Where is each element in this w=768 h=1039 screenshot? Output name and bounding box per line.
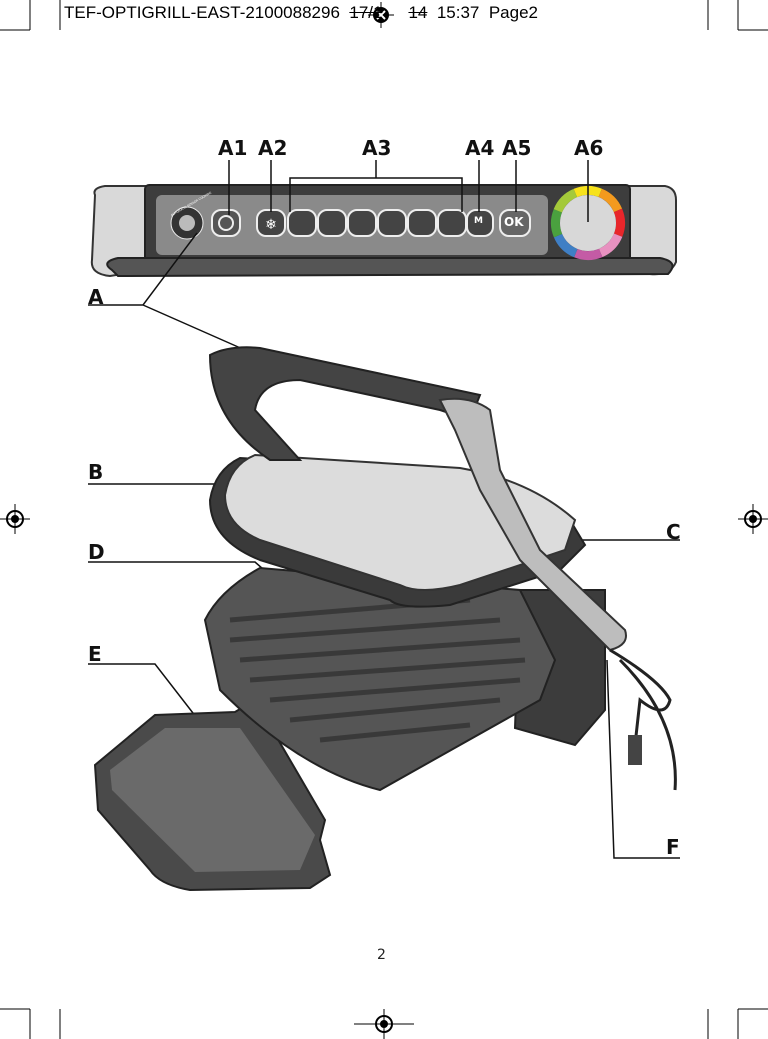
handle xyxy=(208,346,482,461)
wheel-segment xyxy=(553,188,578,213)
date-end: 14 xyxy=(408,3,428,22)
doc-id: TEF-OPTIGRILL-EAST-2100088296 xyxy=(64,3,340,22)
label-f: F xyxy=(666,835,680,859)
label-d: D xyxy=(88,540,105,564)
registration-mark-right xyxy=(738,504,768,534)
wheel-segment xyxy=(598,233,623,258)
label-a1: A1 xyxy=(218,136,248,160)
ok-button xyxy=(499,209,531,237)
print-header: TEF-OPTIGRILL-EAST-2100088296 17/1 14 15:… xyxy=(64,3,538,23)
sensor-indicator xyxy=(170,206,204,240)
manual-button-label: M xyxy=(474,216,483,226)
program-buttons xyxy=(287,209,467,237)
wheel-segment xyxy=(598,188,623,213)
registration-mark-left xyxy=(0,504,30,534)
label-a6: A6 xyxy=(574,136,604,160)
frozen-button: ❄ xyxy=(256,209,286,237)
registration-mark-top xyxy=(368,2,394,28)
label-a4: A4 xyxy=(465,136,495,160)
label-c: C xyxy=(666,520,681,544)
power-cord xyxy=(609,648,677,791)
date-start: 17/1 xyxy=(349,3,383,22)
label-a2: A2 xyxy=(258,136,288,160)
svg-text:❄: ❄ xyxy=(265,217,277,233)
label-a3: A3 xyxy=(362,136,392,160)
time: 15:37 xyxy=(436,3,480,22)
label-a5: A5 xyxy=(502,136,532,160)
wheel-segment xyxy=(613,208,625,237)
wheel-segment xyxy=(574,248,603,260)
wheel-segment xyxy=(553,233,578,258)
plug xyxy=(628,735,642,765)
ok-button-label: OK xyxy=(504,215,524,229)
label-b: B xyxy=(88,460,104,484)
wheel-segment xyxy=(551,209,563,238)
registration-mark-bottom xyxy=(354,1009,414,1039)
page-number: 2 xyxy=(377,947,386,963)
page-label: Page2 xyxy=(488,3,538,22)
power-button xyxy=(211,209,241,237)
manual-button xyxy=(466,209,494,237)
label-e: E xyxy=(88,642,102,666)
color-indicator-wheel xyxy=(551,186,625,260)
label-a: A xyxy=(88,285,104,309)
